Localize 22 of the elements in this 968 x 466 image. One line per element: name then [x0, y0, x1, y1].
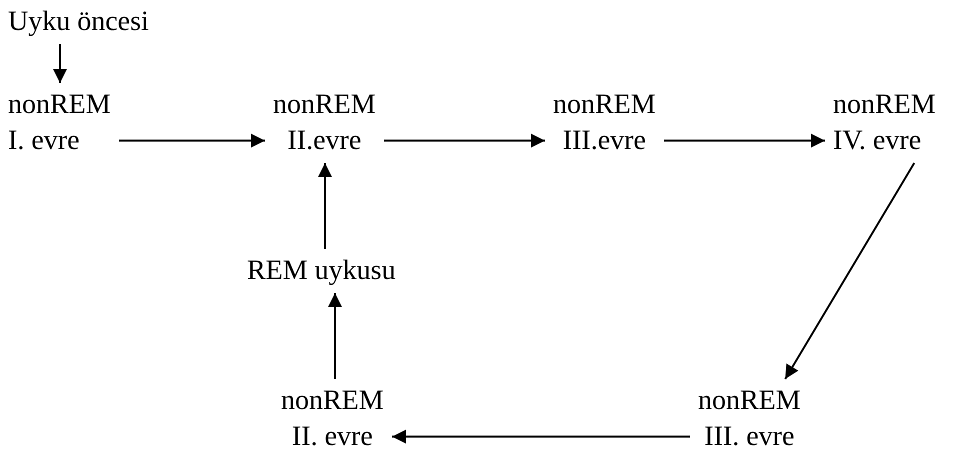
stage-label: REM uykusu: [247, 254, 396, 288]
arrow: [318, 163, 332, 249]
stage-label: nonREM: [698, 384, 801, 418]
arrow: [328, 293, 342, 379]
stage-label: nonREM: [281, 384, 384, 418]
stage-label: II.evre: [287, 124, 362, 158]
stage-label: IV. evre: [833, 124, 922, 158]
arrow: [119, 134, 265, 148]
stage-label: nonREM: [8, 88, 111, 122]
stage-label: nonREM: [833, 88, 936, 122]
stage-label: II. evre: [292, 420, 373, 454]
stage-label: nonREM: [553, 88, 656, 122]
arrow: [392, 430, 690, 444]
stage-label: III.evre: [562, 124, 646, 158]
arrow: [53, 44, 67, 83]
stage-label: nonREM: [273, 88, 376, 122]
stage-label: Uyku öncesi: [8, 5, 149, 39]
stage-label: I. evre: [8, 124, 80, 158]
stage-label: III. evre: [704, 420, 794, 454]
arrow: [384, 134, 545, 148]
arrow: [664, 134, 825, 148]
arrow: [784, 162, 916, 380]
